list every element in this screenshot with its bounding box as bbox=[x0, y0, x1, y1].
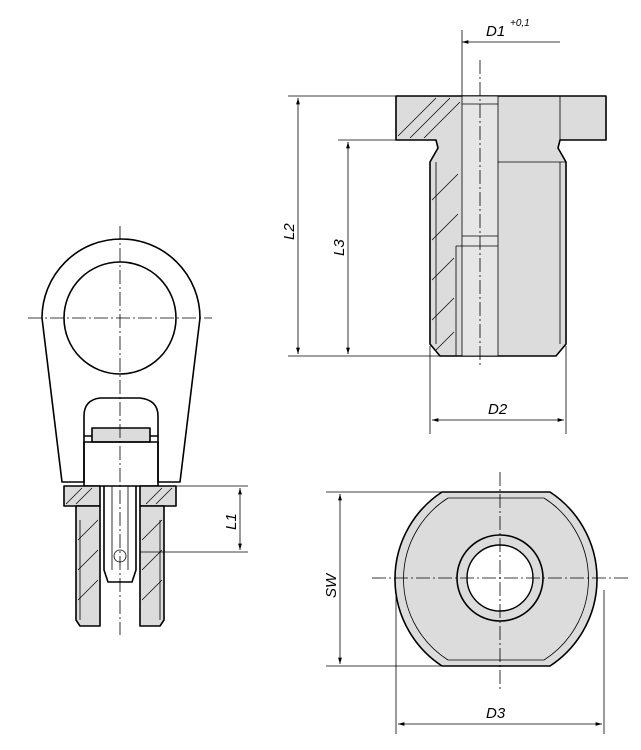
d3-label: D3 bbox=[486, 705, 506, 722]
ring-eye-outline bbox=[41, 238, 201, 483]
bushing-body bbox=[395, 95, 607, 357]
dimension-l1: L1 bbox=[140, 485, 248, 553]
dimension-sw: SW bbox=[323, 491, 442, 667]
bushing-top-inner-arc bbox=[403, 497, 589, 661]
dimension-d2: D2 bbox=[429, 346, 567, 434]
l1-label: L1 bbox=[223, 513, 240, 530]
assembly-view: L1 bbox=[28, 226, 248, 635]
bushing-side-view: D1 +0,1 L2 L3 D2 bbox=[281, 18, 607, 434]
sw-label: SW bbox=[323, 572, 340, 598]
d1-tolerance: +0,1 bbox=[510, 18, 530, 29]
swivel-stem bbox=[83, 441, 159, 487]
l3-label: L3 bbox=[331, 239, 348, 256]
dimension-l3: L3 bbox=[331, 139, 436, 354]
l2-label: L2 bbox=[281, 223, 298, 240]
swivel-block bbox=[91, 427, 151, 443]
bushing-section-left bbox=[63, 485, 177, 627]
dimension-d3: D3 bbox=[395, 590, 605, 734]
d1-label: D1 bbox=[486, 23, 505, 40]
d2-label: D2 bbox=[488, 401, 508, 418]
dimension-d1: D1 +0,1 bbox=[461, 18, 560, 96]
bushing-top-view: SW D3 bbox=[323, 472, 628, 734]
dimension-l2: L2 bbox=[281, 95, 440, 357]
bushing-hatch bbox=[397, 97, 461, 351]
